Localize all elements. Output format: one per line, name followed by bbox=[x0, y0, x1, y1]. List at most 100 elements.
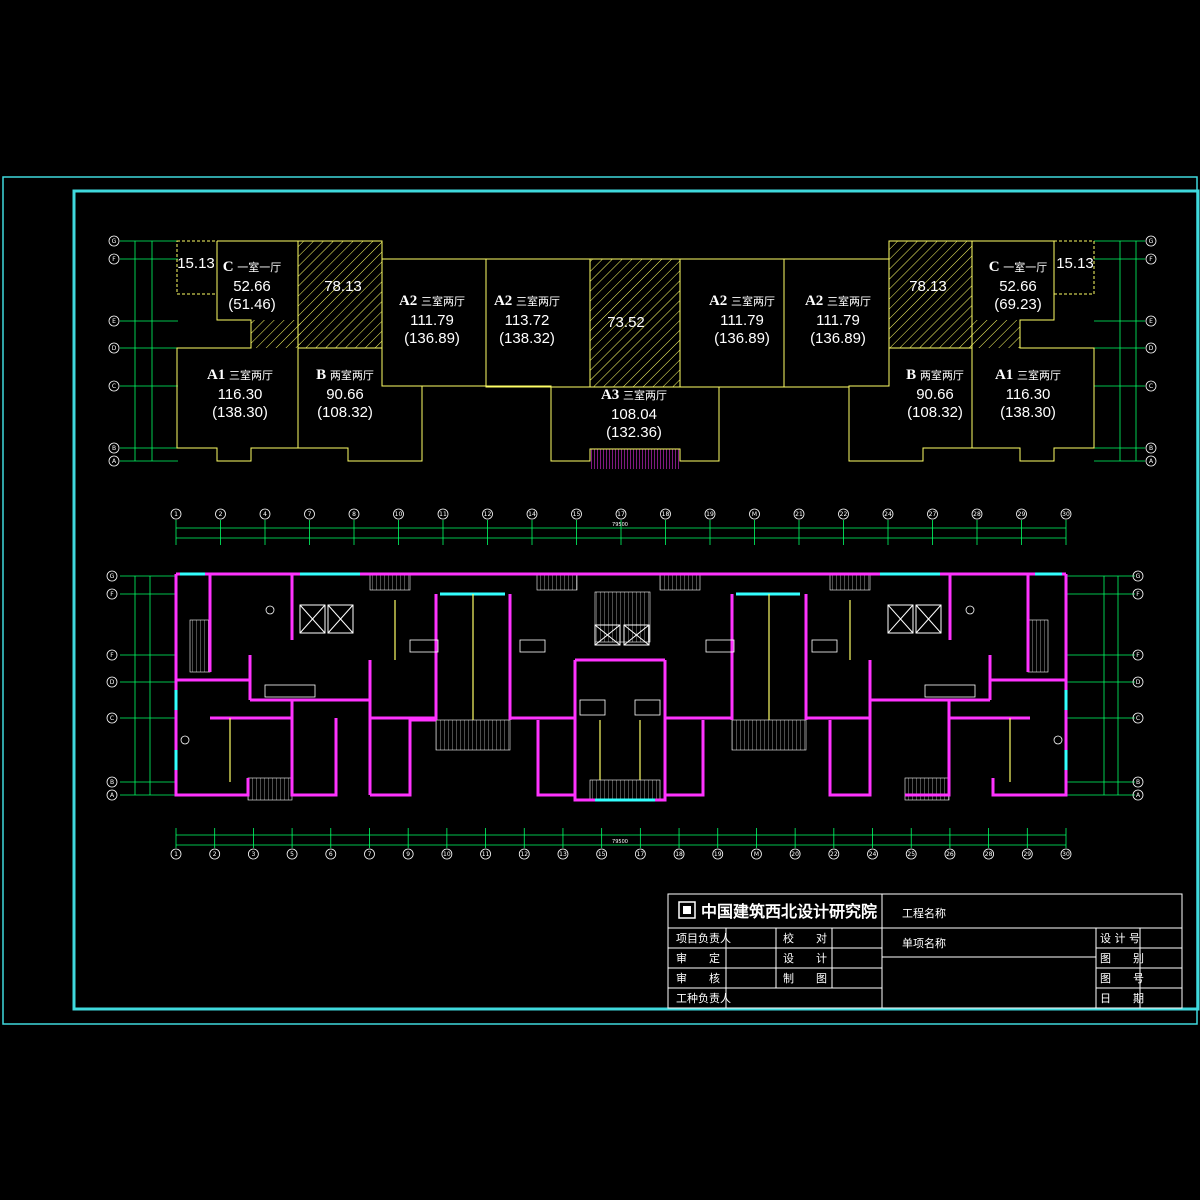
svg-text:D: D bbox=[112, 345, 117, 352]
svg-text:20: 20 bbox=[791, 851, 799, 858]
grid-ticks-bottom bbox=[175, 828, 1067, 848]
svg-text:B: B bbox=[1149, 445, 1153, 452]
svg-text:19: 19 bbox=[706, 511, 714, 518]
grid-bubble-top: 29 bbox=[1016, 508, 1027, 520]
svg-text:B: B bbox=[110, 779, 114, 786]
unit-head: A2 三室两厅 bbox=[494, 293, 560, 309]
svg-text:F: F bbox=[110, 652, 114, 659]
svg-text:D: D bbox=[1136, 679, 1141, 686]
svg-text:A: A bbox=[1136, 792, 1141, 799]
svg-text:7: 7 bbox=[308, 511, 312, 518]
grid-bubble-top: 17 bbox=[615, 508, 627, 520]
svg-text:5: 5 bbox=[290, 851, 294, 858]
stair-top-1 bbox=[536, 573, 578, 591]
unit-area: 116.30 bbox=[218, 386, 263, 403]
svg-text:21: 21 bbox=[795, 511, 803, 518]
row-bubble-plan-left: D bbox=[106, 676, 118, 688]
grid-bubble-bottom: 7 bbox=[364, 848, 375, 860]
svg-text:8: 8 bbox=[352, 511, 356, 518]
unit-type: 两室两厅 bbox=[330, 368, 374, 382]
hatch-right bbox=[889, 241, 972, 348]
grid-bubble-top: 18 bbox=[660, 508, 671, 520]
floor-plan bbox=[120, 520, 1135, 848]
svg-text:A: A bbox=[110, 792, 115, 799]
org-logo-icon bbox=[678, 901, 696, 919]
unit-type: 三室两厅 bbox=[516, 294, 560, 308]
svg-text:2: 2 bbox=[219, 511, 223, 518]
unit-area: 111.79 bbox=[720, 312, 764, 329]
hatch-right-b bbox=[970, 320, 1020, 348]
grid-bubble-bottom: 10 bbox=[441, 848, 453, 860]
unit-type: 两室两厅 bbox=[920, 368, 964, 382]
svg-text:14: 14 bbox=[528, 511, 536, 518]
balcony-4 bbox=[731, 719, 807, 751]
unit-code: C bbox=[223, 259, 238, 275]
tb-left-1: 审 定 bbox=[676, 951, 720, 965]
inner-frame bbox=[72, 189, 1200, 1011]
row-bubble-key-left: F bbox=[108, 253, 120, 265]
unit-area-sub: (108.32) bbox=[317, 404, 373, 421]
org-name: 中国建筑西北设计研究院 bbox=[701, 902, 877, 921]
svg-text:D: D bbox=[110, 679, 115, 686]
row-bubble-key-left: G bbox=[108, 235, 120, 247]
svg-text:A: A bbox=[1149, 458, 1154, 465]
stair-top-2 bbox=[659, 573, 701, 591]
svg-text:F: F bbox=[1136, 652, 1140, 659]
grid-bubble-top: 21 bbox=[793, 508, 805, 520]
unit-label-12: B 两室两厅 90.66(108.32) bbox=[316, 367, 374, 421]
unit-code: B bbox=[316, 367, 330, 383]
unit-type: 三室两厅 bbox=[731, 294, 775, 308]
unit-type: 一室一厅 bbox=[1003, 260, 1047, 274]
svg-text:10: 10 bbox=[395, 511, 403, 518]
tb-right-2: 图 号 bbox=[1100, 972, 1144, 985]
svg-text:29: 29 bbox=[1018, 511, 1026, 518]
svg-text:M: M bbox=[752, 511, 757, 518]
grid-bubble-bottom: 15 bbox=[596, 848, 608, 860]
grid-bubble-bottom: 3 bbox=[247, 848, 259, 860]
grid-bubble-bottom: 28 bbox=[983, 848, 995, 860]
grid-bubble-bottom: 25 bbox=[905, 848, 917, 860]
svg-text:30: 30 bbox=[1062, 851, 1070, 858]
unit-area: 90.66 bbox=[326, 386, 364, 403]
grid-bubble-bottom: 29 bbox=[1021, 848, 1033, 860]
row-bubble-key-left: D bbox=[108, 342, 120, 354]
svg-text:F: F bbox=[1136, 591, 1140, 598]
grid-bubble-bottom: 26 bbox=[944, 848, 956, 860]
svg-text:12: 12 bbox=[484, 511, 492, 518]
grid-bubble-bottom: 1 bbox=[170, 848, 182, 860]
svg-text:A: A bbox=[112, 458, 117, 465]
svg-text:12: 12 bbox=[520, 851, 528, 858]
unit-area-sub: (136.89) bbox=[404, 330, 460, 347]
row-bubble-plan-right: D bbox=[1132, 676, 1144, 688]
unit-code: A3 bbox=[601, 387, 623, 403]
row-bubble-plan-left: G bbox=[106, 570, 118, 582]
hatch-left bbox=[298, 241, 382, 348]
row-bubble-key-right: G bbox=[1145, 235, 1157, 247]
svg-text:7: 7 bbox=[368, 851, 372, 858]
row-bubble-plan-right: A bbox=[1132, 789, 1144, 801]
unit-area-sub: (136.89) bbox=[714, 330, 770, 347]
unit-area: 111.79 bbox=[410, 312, 454, 329]
unit-label-8: 78.13 bbox=[909, 278, 947, 295]
svg-text:13: 13 bbox=[559, 851, 567, 858]
grid-bubble-top: 28 bbox=[971, 508, 983, 520]
svg-text:27: 27 bbox=[929, 511, 937, 518]
svg-text:G: G bbox=[1136, 573, 1141, 580]
unit-head: C 一室一厅 bbox=[989, 259, 1048, 275]
svg-text:B: B bbox=[112, 445, 116, 452]
svg-text:22: 22 bbox=[840, 511, 848, 518]
tb-right-3: 日 期 bbox=[1100, 992, 1144, 1005]
unit-type: 三室两厅 bbox=[623, 388, 667, 402]
grid-bubble-top: 22 bbox=[838, 508, 849, 520]
tb-right-0: 设 计 号 bbox=[1100, 932, 1140, 945]
item-name-label: 单项名称 bbox=[902, 936, 946, 950]
row-bubble-key-right: C bbox=[1145, 380, 1157, 392]
svg-text:4: 4 bbox=[263, 511, 267, 518]
unit-code: B bbox=[906, 367, 920, 383]
key-plan bbox=[120, 240, 1145, 469]
unit-label-10: 15.13 bbox=[1056, 255, 1094, 272]
